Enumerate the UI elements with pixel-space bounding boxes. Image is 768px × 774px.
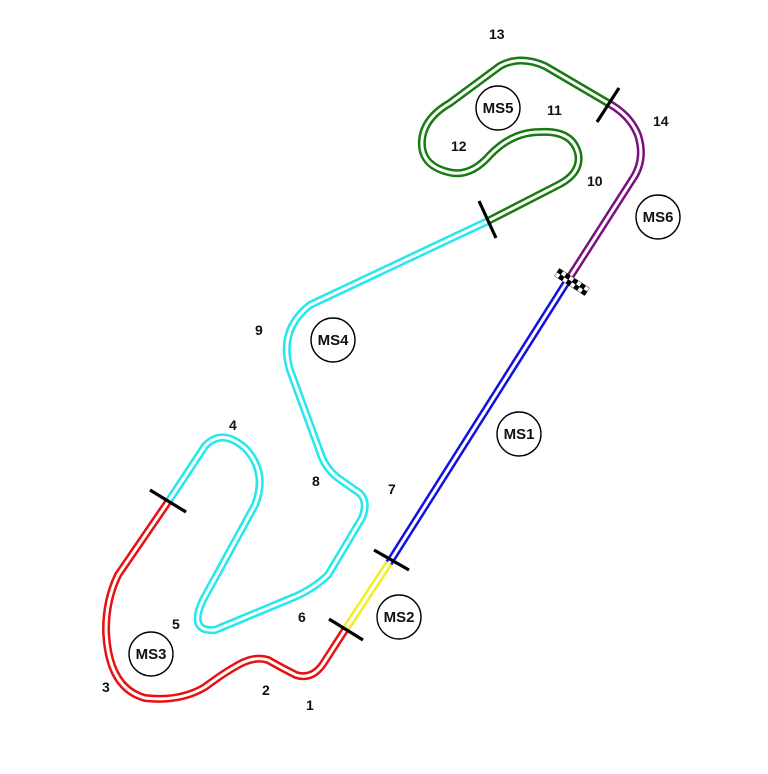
turn-12: 12 (451, 138, 467, 154)
sector-marker-ms2: MS2 (376, 594, 422, 640)
sector-marker-ms1: MS1 (496, 411, 542, 457)
sector-marker-ms5: MS5 (475, 85, 521, 131)
sector-ms1-track (385, 277, 572, 566)
sector-label-ms3: MS3 (136, 646, 167, 663)
turn-13: 13 (489, 26, 505, 42)
turn-2: 2 (262, 682, 270, 698)
sector-ms4-track (164, 217, 490, 635)
sector-ms5-track (417, 56, 611, 225)
turn-8: 8 (312, 473, 320, 489)
turn-11: 11 (547, 102, 562, 118)
boundary-ms2-ms3 (328, 617, 364, 642)
turn-6: 6 (298, 609, 306, 625)
turn-3: 3 (102, 679, 110, 695)
turn-14: 14 (653, 113, 669, 129)
boundary-ms3-ms4 (149, 488, 187, 514)
checkered-flag-icon (554, 268, 590, 296)
sector-label-ms1: MS1 (504, 426, 535, 443)
turn-4: 4 (229, 417, 237, 433)
turn-1: 1 (306, 697, 314, 713)
sector-label-ms6: MS6 (643, 209, 674, 226)
boundary-ms4-ms5 (477, 200, 498, 239)
sector-label-ms4: MS4 (318, 332, 350, 349)
boundary-ms5-ms6 (595, 87, 621, 123)
sector-marker-ms6: MS6 (635, 194, 681, 240)
turn-10: 10 (587, 173, 603, 189)
sector-marker-ms3: MS3 (128, 631, 174, 677)
sector-marker-ms4: MS4 (310, 317, 356, 363)
boundary-ms1-ms2 (373, 548, 410, 572)
sector-label-ms2: MS2 (384, 609, 415, 626)
sector-label-ms5: MS5 (483, 100, 514, 117)
sector-ms2-track (341, 560, 393, 633)
sector-ms3-track (102, 499, 349, 703)
turn-5: 5 (172, 616, 180, 632)
turn-9: 9 (255, 322, 263, 338)
turn-7: 7 (388, 481, 396, 497)
sector-ms6-track (564, 99, 645, 283)
